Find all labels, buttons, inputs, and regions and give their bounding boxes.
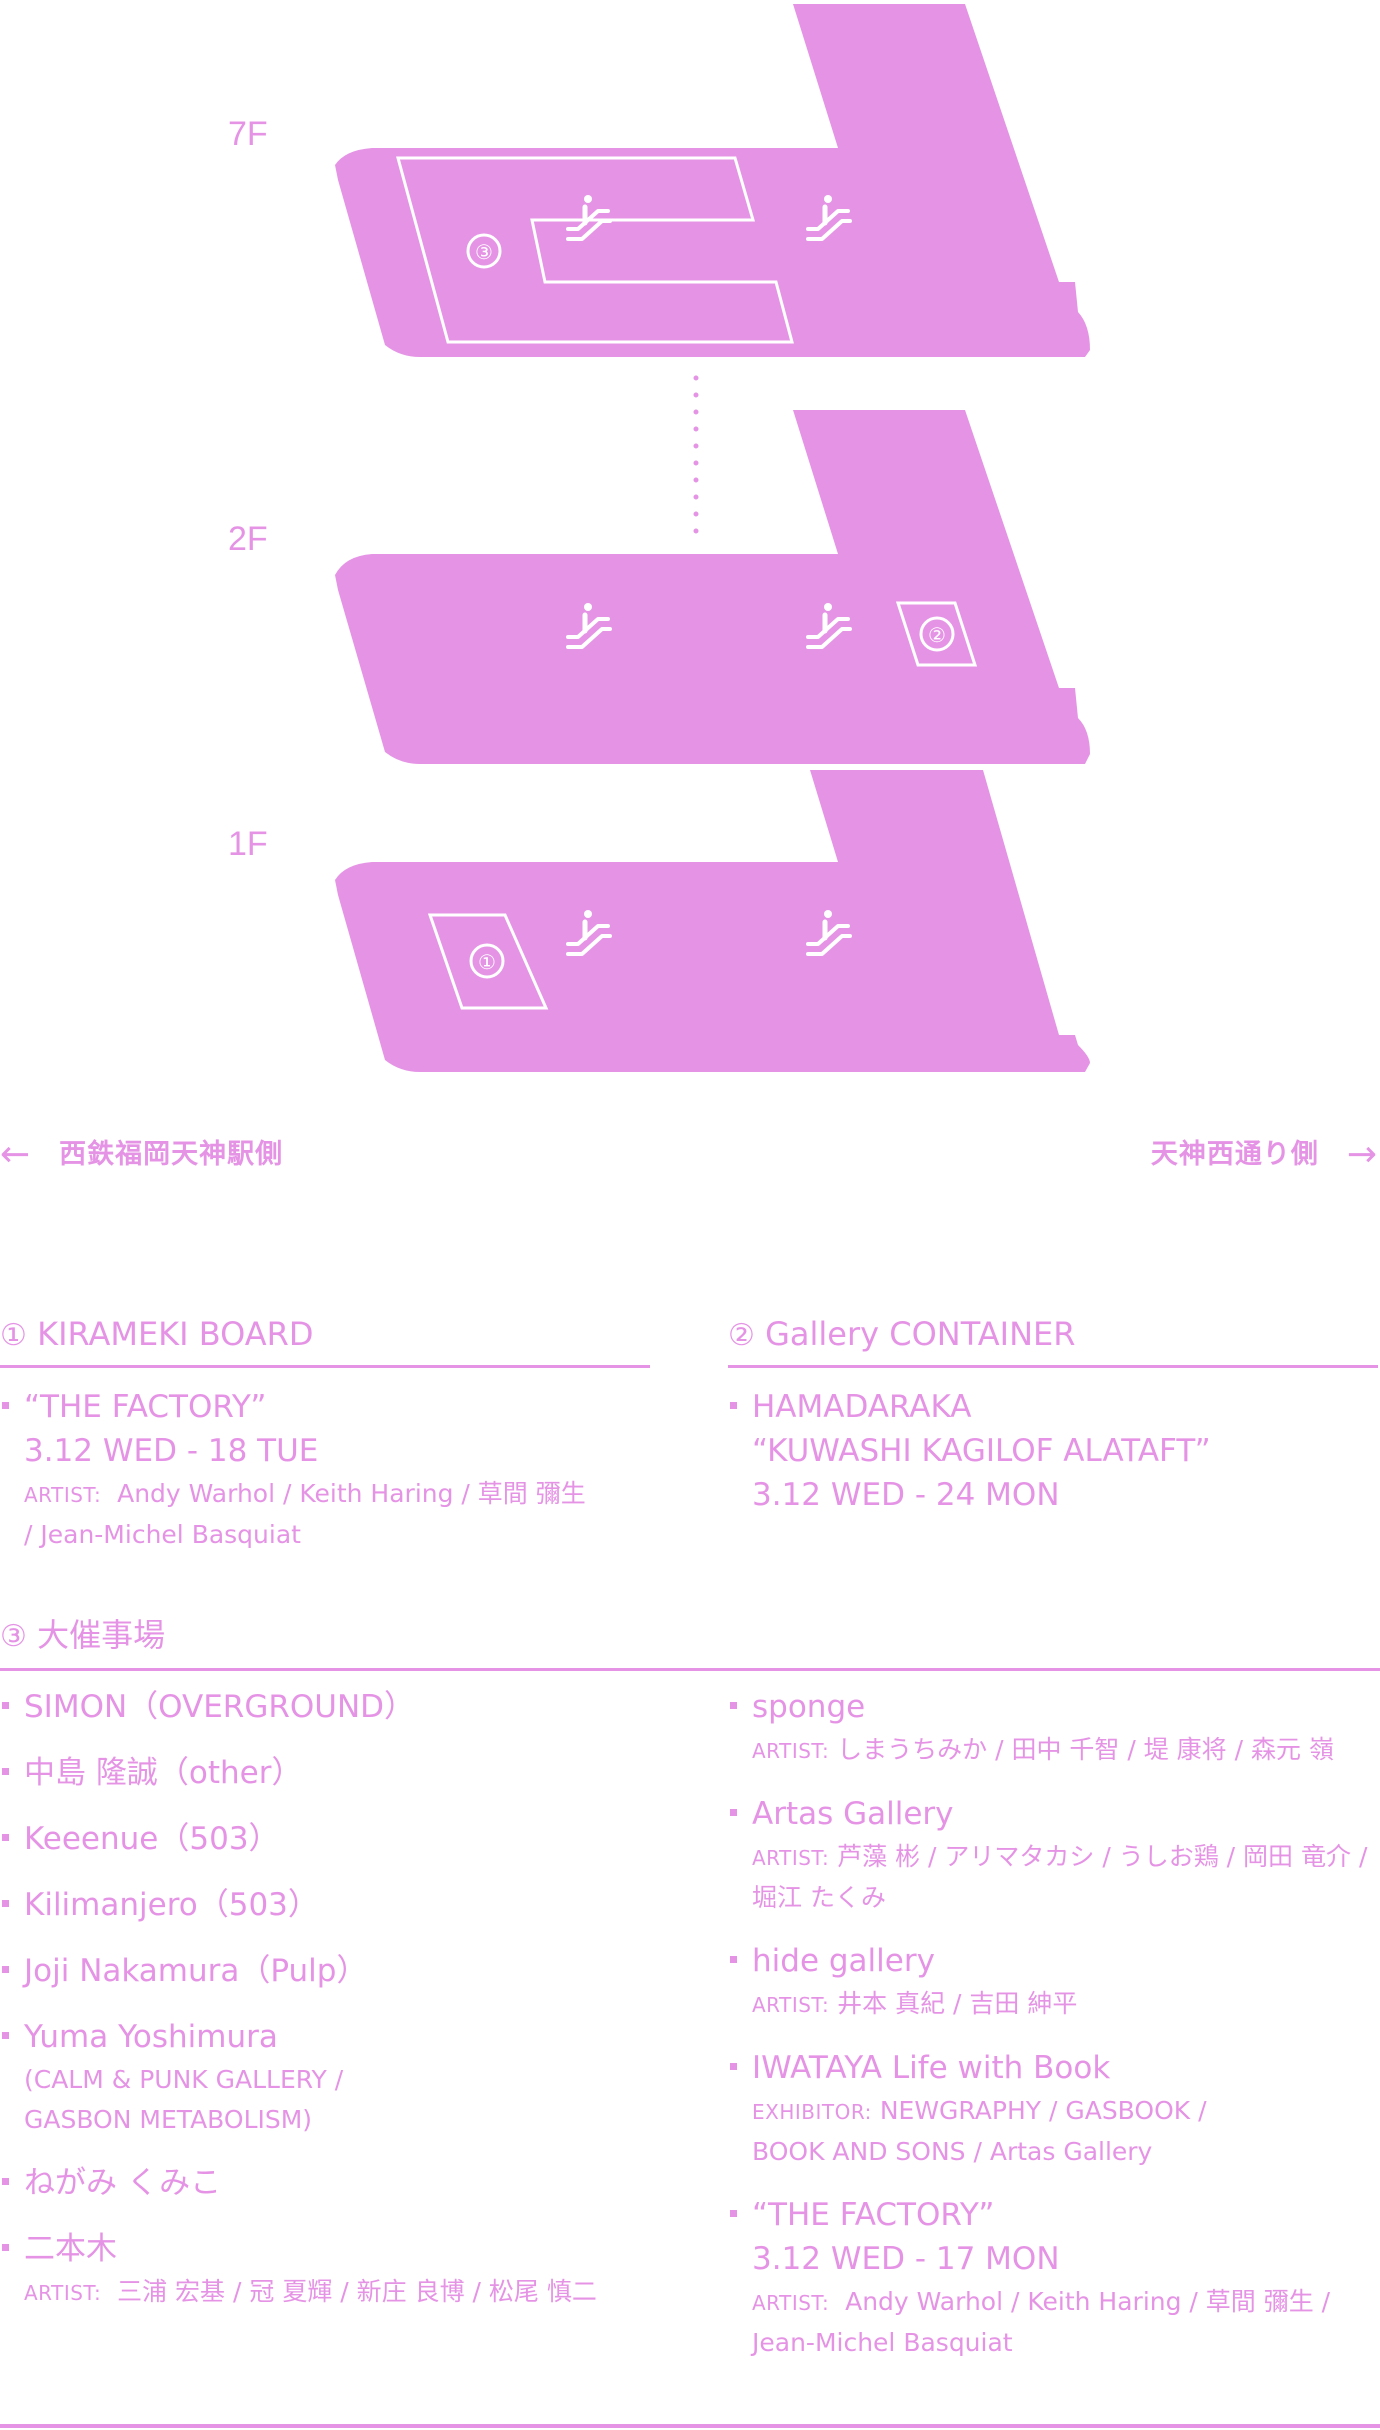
section-heading-kirameki-board: ① KIRAMEKI BOARD (0, 1315, 650, 1368)
item-date: 3.12 WED - 24 MON (752, 1477, 1060, 1513)
item-title: Yuma Yoshimura (24, 2019, 278, 2055)
direction-left: ← 西鉄福岡天神駅側 (0, 1132, 283, 1175)
section-title: 大催事場 (37, 1616, 166, 1654)
list-item: SIMON（OVERGROUND） (0, 1685, 690, 1729)
list-item: “THE FACTORY” 3.12 WED - 17 MON ARTIST: … (728, 2193, 1380, 2362)
list-item: Keeenue（503） (0, 1817, 690, 1861)
artist-key: ARTIST: (24, 1483, 102, 1507)
floor-map: 7F ③ 2F ② 1F ① (228, 4, 1090, 1072)
list-item: “THE FACTORY” 3.12 WED - 18 TUE ARTIST: … (0, 1385, 660, 1554)
section-title: Gallery CONTAINER (765, 1315, 1076, 1353)
section-main-event-hall-left: SIMON（OVERGROUND） 中島 隆誠（other） Keeenue（5… (0, 1685, 690, 2334)
artist-names-cont: 堀江 たくみ (752, 1883, 886, 1912)
item-title: Keeenue（503） (24, 1821, 280, 1857)
list-item: Kilimanjero（503） (0, 1883, 690, 1927)
item-title: “THE FACTORY” (24, 1389, 267, 1425)
artist-names: しまうちみか / 田中 千智 / 堤 康将 / 森元 嶺 (837, 1735, 1334, 1764)
artist-key: ARTIST: (752, 1993, 830, 2017)
item-artists: ARTIST: Andy Warhol / Keith Haring / 草間 … (752, 2283, 1380, 2322)
item-date: 3.12 WED - 17 MON (752, 2241, 1060, 2277)
artist-names: Andy Warhol / Keith Haring / 草間 彌生 (117, 1479, 586, 1508)
artist-names-cont: Jean-Michel Basquiat (752, 2328, 1013, 2357)
item-title: 二本木 (24, 2231, 117, 2267)
item-title: HAMADARAKA (752, 1389, 972, 1425)
section-number: ③ (0, 1619, 27, 1654)
item-artists: ARTIST: 三浦 宏基 / 冠 夏輝 / 新庄 良博 / 松尾 慎二 (24, 2273, 690, 2312)
section-number: ② (728, 1318, 755, 1353)
list-item: HAMADARAKA “KUWASHI KAGILOF ALATAFT” 3.1… (728, 1385, 1378, 1517)
floor-label-7f: 7F (228, 115, 268, 153)
section-kirameki-board: “THE FACTORY” 3.12 WED - 18 TUE ARTIST: … (0, 1385, 660, 1554)
item-subtitle: (CALM & PUNK GALLERY / (24, 2065, 344, 2094)
arrow-left-icon: ← (0, 1134, 32, 1175)
section-heading-gallery-container: ② Gallery CONTAINER (728, 1315, 1378, 1368)
artist-key: ARTIST: (752, 1846, 830, 1870)
item-title: ねがみ くみこ (24, 2165, 222, 2201)
section-number: ① (0, 1318, 27, 1353)
floor-1f: 1F ① (228, 770, 1090, 1072)
section-heading-main-event-hall: ③ 大催事場 (0, 1610, 1380, 1671)
list-item: 二本木 ARTIST: 三浦 宏基 / 冠 夏輝 / 新庄 良博 / 松尾 慎二 (0, 2227, 690, 2312)
item-exhibitors: EXHIBITOR: NEWGRAPHY / GASBOOK / (752, 2092, 1380, 2131)
section-main-event-hall-right: sponge ARTIST: しまうちみか / 田中 千智 / 堤 康将 / 森… (728, 1685, 1380, 2384)
exhibitor-names-cont: BOOK AND SONS / Artas Gallery (752, 2137, 1153, 2166)
artist-key: ARTIST: (752, 1739, 830, 1763)
item-title: SIMON（OVERGROUND） (24, 1689, 416, 1725)
artist-names-cont: / Jean-Michel Basquiat (24, 1520, 301, 1549)
item-title: Kilimanjero（503） (24, 1887, 319, 1923)
item-date: 3.12 WED - 18 TUE (24, 1433, 319, 1469)
section-title: KIRAMEKI BOARD (37, 1315, 314, 1353)
artist-names: 井本 真紀 / 吉田 紳平 (837, 1989, 1078, 2018)
marker-2: ② (928, 623, 946, 647)
list-item: Yuma Yoshimura (CALM & PUNK GALLERY / GA… (0, 2015, 690, 2139)
item-title: Joji Nakamura（Pulp） (24, 1953, 368, 1989)
bottom-divider (0, 2424, 1380, 2428)
list-item: sponge ARTIST: しまうちみか / 田中 千智 / 堤 康将 / 森… (728, 1685, 1380, 1770)
list-item: ねがみ くみこ (0, 2161, 690, 2205)
item-title: “THE FACTORY” (752, 2197, 995, 2233)
direction-right: 天神西通り側 → (1151, 1132, 1378, 1175)
exhibitor-key: EXHIBITOR: (752, 2100, 872, 2124)
floor-label-2f: 2F (228, 520, 268, 558)
floor-7f: 7F ③ (228, 4, 1090, 357)
marker-1: ① (478, 950, 496, 974)
floor-label-1f: 1F (228, 825, 268, 863)
marker-3: ③ (475, 240, 493, 264)
list-item: 中島 隆誠（other） (0, 1751, 690, 1795)
item-title: IWATAYA Life with Book (752, 2050, 1111, 2086)
floor-2f: 2F ② (228, 410, 1090, 764)
item-title: Artas Gallery (752, 1796, 954, 1832)
item-artists: ARTIST: 井本 真紀 / 吉田 紳平 (752, 1985, 1380, 2024)
item-artists: ARTIST: Andy Warhol / Keith Haring / 草間 … (24, 1475, 660, 1514)
exhibitor-names: NEWGRAPHY / GASBOOK / (879, 2096, 1207, 2125)
item-artists: ARTIST: 芦藻 彬 / アリマタカシ / うしお鶏 / 岡田 竜介 / (752, 1838, 1380, 1877)
list-item: Artas Gallery ARTIST: 芦藻 彬 / アリマタカシ / うし… (728, 1792, 1380, 1917)
direction-right-label: 天神西通り側 (1150, 1139, 1319, 1170)
list-item: IWATAYA Life with Book EXHIBITOR: NEWGRA… (728, 2046, 1380, 2171)
item-subtitle-cont: GASBON METABOLISM) (24, 2105, 313, 2134)
item-title: 中島 隆誠（other） (24, 1755, 303, 1791)
item-artists: ARTIST: しまうちみか / 田中 千智 / 堤 康将 / 森元 嶺 (752, 1731, 1380, 1770)
item-title: sponge (752, 1689, 866, 1725)
artist-names: 三浦 宏基 / 冠 夏輝 / 新庄 良博 / 松尾 慎二 (117, 2277, 597, 2306)
artist-names: 芦藻 彬 / アリマタカシ / うしお鶏 / 岡田 竜介 / (837, 1842, 1368, 1871)
direction-left-label: 西鉄福岡天神駅側 (59, 1139, 284, 1170)
list-item: Joji Nakamura（Pulp） (0, 1949, 690, 1993)
artist-key: ARTIST: (752, 2291, 830, 2315)
arrow-right-icon: → (1346, 1134, 1378, 1175)
artist-key: ARTIST: (24, 2281, 102, 2305)
artist-names: Andy Warhol / Keith Haring / 草間 彌生 / (845, 2287, 1331, 2316)
item-subtitle: “KUWASHI KAGILOF ALATAFT” (752, 1433, 1211, 1469)
list-item: hide gallery ARTIST: 井本 真紀 / 吉田 紳平 (728, 1939, 1380, 2024)
item-title: hide gallery (752, 1943, 935, 1979)
section-gallery-container: HAMADARAKA “KUWASHI KAGILOF ALATAFT” 3.1… (728, 1385, 1378, 1517)
